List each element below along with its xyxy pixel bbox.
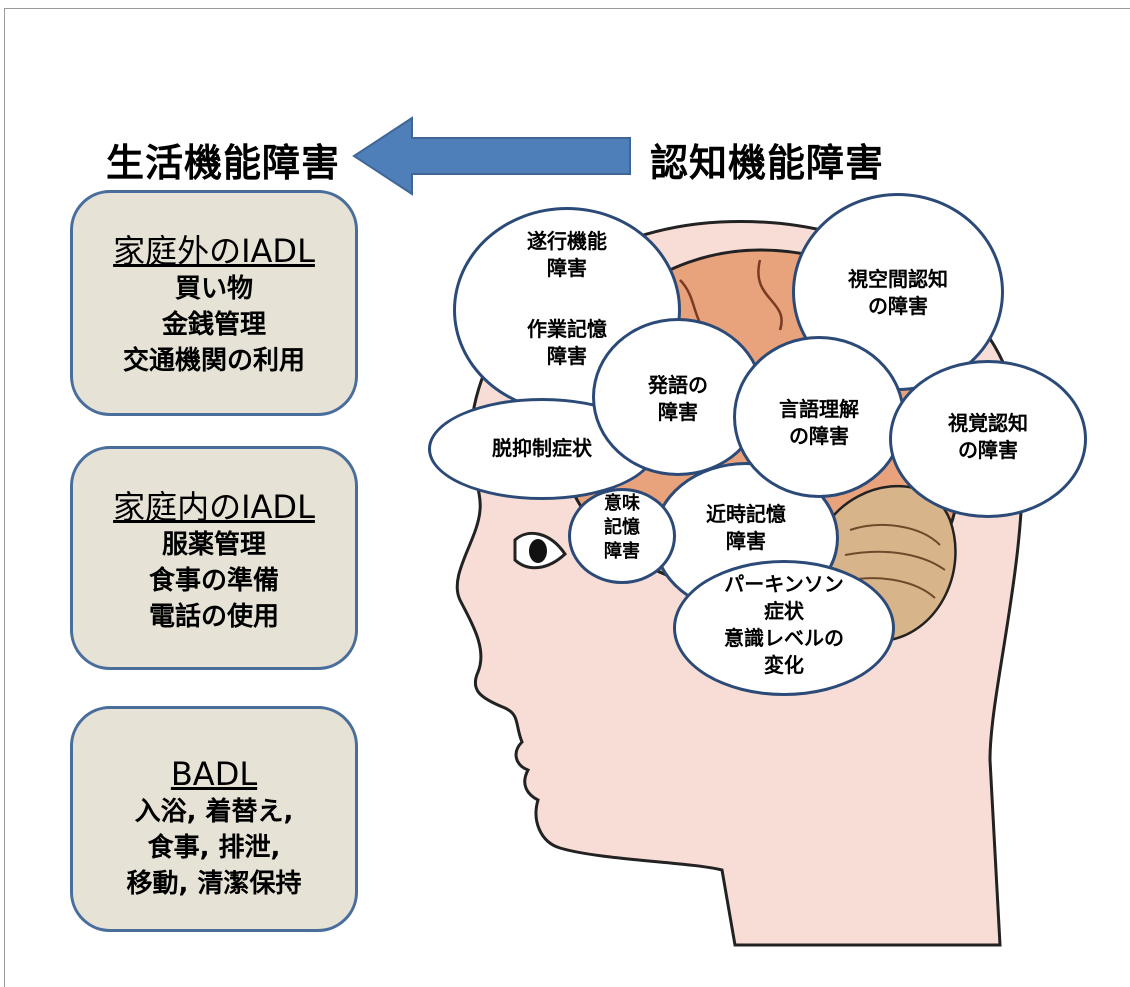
bubble-parkinson [673,560,895,696]
bubble-text: 記憶 [604,517,640,538]
bubble-text: 障害 [547,344,587,368]
bubble-visual-recognition [889,360,1087,518]
heading-cognitive-impairment: 認知機能障害 [650,141,885,185]
bubble-text: 障害 [726,529,766,553]
box-title: 家庭内のIADL [113,488,315,526]
bubble-semantic-memory [568,488,676,584]
box-iadl-inside-home: 家庭内のIADL 服薬管理 食事の準備 電話の使用 [70,446,358,670]
box-item: 電話の使用 [148,602,279,632]
box-title: BADL [170,755,258,793]
bubble-text: パーキンソン [724,572,844,596]
box-item: 交通機関の利用 [122,346,305,376]
bubble-text: 遂行機能 [527,229,607,253]
box-item: 服薬管理 [161,530,266,560]
box-item: 買い物 [174,274,253,304]
slide-frame [4,8,1130,987]
left-arrow-icon [352,116,631,196]
bubble-text: 変化 [764,653,804,677]
box-iadl-outside-home: 家庭外のIADL 買い物 金銭管理 交通機関の利用 [70,190,358,416]
bubble-text: 視覚認知 [948,411,1028,435]
bubble-text: 意識レベルの [724,626,844,650]
bubble-text: の障害 [789,424,849,448]
bubble-text: 意味 [604,493,640,514]
bubble-text: 障害 [547,256,587,280]
bubble-text: 障害 [604,541,640,562]
bubble-text: の障害 [868,294,928,318]
bubble-comprehension [733,336,905,498]
bubble-text: の障害 [958,438,1018,462]
bubble-text: 脱抑制症状 [492,436,592,460]
bubble-text: 近時記憶 [706,502,786,526]
bubble-text: 発語の [648,373,708,397]
box-item: 食事の準備 [148,566,279,596]
box-item: 入浴, 着替え, [134,797,294,827]
bubble-text: 言語理解 [779,397,859,421]
box-item: 食事, 排泄, [147,833,281,863]
pupil [529,539,547,563]
box-item: 移動, 清潔保持 [126,869,302,899]
bubble-text: 症状 [764,599,804,623]
bubble-text: 視空間認知 [848,267,948,291]
bubble-text: 作業記憶 [527,317,607,341]
heading-daily-living-impairment: 生活機能障害 [106,141,341,185]
box-title: 家庭外のIADL [113,232,315,270]
bubble-text: 障害 [658,400,698,424]
box-badl: BADL 入浴, 着替え, 食事, 排泄, 移動, 清潔保持 [70,706,358,932]
box-item: 金銭管理 [161,310,266,340]
